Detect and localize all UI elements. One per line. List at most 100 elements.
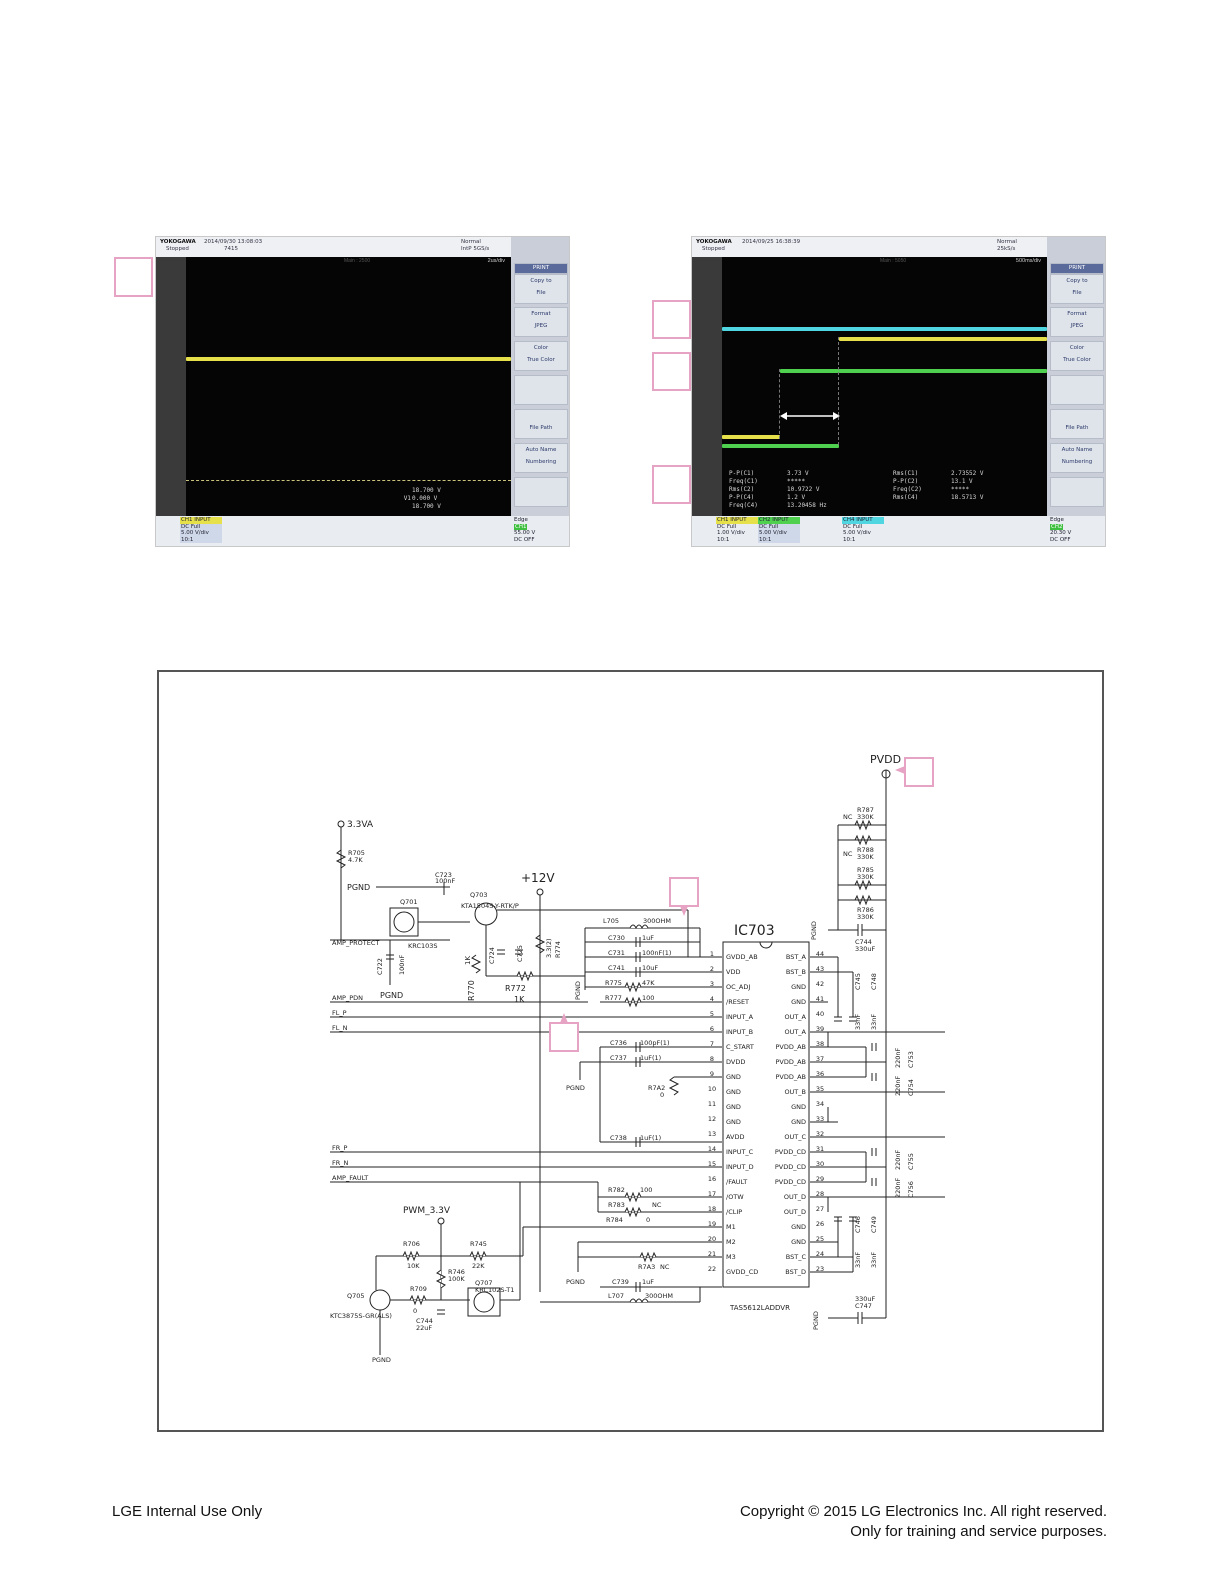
c756-val: 220nF [894,1177,902,1198]
ic-pin-number: 30 [816,1160,824,1168]
v12-label: +12V [521,871,555,885]
callout-box-d [652,465,691,504]
scope-center-label: Main : 2500 [344,258,371,264]
ic-pin-number: 15 [708,1160,716,1168]
ic-pin-number: 32 [816,1130,824,1138]
r706-val: 10K [407,1262,420,1270]
r745-ref: R745 [470,1240,487,1248]
ic-pin-number: 33 [816,1115,824,1123]
ic-pin-name: OUT_D [784,1208,806,1216]
r777-ref: R777 [605,994,622,1002]
ic-pin-number: 25 [816,1235,824,1243]
r775-ref: R775 [605,979,622,987]
scope-header: YOKOGAWA 2014/09/25 16:38:39 Stopped Nor… [692,237,1047,257]
ic-pin-name: BST_B [786,968,806,976]
c753-val: 220nF [894,1047,902,1068]
q707-part: KRC102S-T1 [475,1286,514,1294]
ic-pin-number: 2 [710,965,714,973]
c724-ref: C724 [488,947,496,964]
scope-brand: YOKOGAWA [160,239,196,245]
pgnd-c737: PGND [566,1084,585,1092]
ic-pin-number: 3 [710,980,714,988]
scope-footer: CH1 INPUT DC Full 1.00 V/div 10:1 CH2 IN… [692,516,1105,546]
r706-ref: R706 [403,1240,420,1248]
edge-channel: CH1 [514,523,528,530]
r784-val: 0 [646,1216,650,1224]
input-nets: AMP_PROTECT AMP_PDN FL_P FL_N FR_P FR_N … [330,939,722,1183]
ic-pin-number: 36 [816,1070,824,1078]
ic-pin-name: GND [791,1103,806,1111]
c723-ref: C723 [435,871,452,879]
pvdd-label: PVDD [870,753,901,766]
ic-pin-name: OC_ADJ [726,983,750,991]
r787-ref: R787 [857,806,874,814]
callout-box-b [652,300,691,339]
cursor-line [186,480,511,481]
c736-val: 100pF(1) [640,1039,669,1047]
r7a2-val: 0 [660,1091,664,1099]
ic-pin-name: GVDD_AB [726,953,758,961]
ic-pin-name: GND [791,1118,806,1126]
ic-pin-name: GND [726,1073,741,1081]
r785-val: 330K [857,873,874,881]
c736-ref: C736 [610,1039,627,1047]
ic-pin-number: 10 [708,1085,716,1093]
r783-ref: R783 [608,1201,625,1209]
ic-pin-number: 20 [708,1235,716,1243]
ic-pin-name: OUT_C [784,1133,806,1141]
callout-box-c [652,352,691,391]
c749-ref: C749 [870,1216,878,1233]
ic-pin-name: PVDD_AB [775,1073,806,1081]
c737-ref: C737 [610,1054,627,1062]
ic-pin-name: PVDD_CD [775,1148,806,1156]
r705-val: 4.7K [348,856,363,864]
ic-pin-name: GND [726,1103,741,1111]
menu-file-path[interactable]: File Path [514,409,568,439]
c730-val: 1uF [642,934,654,942]
ic-pin-name: OUT_A [784,1013,806,1021]
ic-part: TAS5612LADDVR [729,1304,790,1312]
c741-ref: C741 [608,964,625,972]
menu-file-path[interactable]: File Path [1050,409,1104,439]
menu-blank-2 [1050,477,1104,507]
ic-pin-number: 5 [710,1010,714,1018]
c747-val: 330uF [855,1295,876,1303]
scope-brand: YOKOGAWA [696,239,732,245]
cursor-v1-value: 18.700 V [412,487,441,494]
c754-val: 220nF [894,1075,902,1096]
ic-pin-name: M2 [726,1238,736,1246]
r775-val: 47K [642,979,655,987]
ic-pin-name: GND [726,1088,741,1096]
right-caps: C745 C748 33nF 33nF 220nF C753 220nF C75… [812,973,915,1330]
scope-screenshot-left: YOKOGAWA 2014/09/30 13:08:03 Stopped 741… [155,236,570,547]
c748-val: 33nF [870,1014,878,1030]
ic-pin-name: /RESET [726,998,749,1006]
ic-pin-number: 24 [816,1250,824,1258]
l705-ref: L705 [603,917,619,925]
ch2-trace-low [722,444,839,448]
ic-pin-number: 8 [710,1055,714,1063]
l707-ref: L707 [608,1292,624,1300]
footer-purpose: Only for training and service purposes. [850,1523,1107,1540]
ic-pin-name: DVDD [726,1058,745,1066]
ic-ref: IC703 [734,923,775,939]
ch1-trace-high [839,337,1047,341]
callout-box-a [114,257,153,297]
q703-ref: Q703 [470,891,488,899]
ic-pin-name: PVDD_AB [775,1058,806,1066]
menu-title: PRINT [1050,263,1104,274]
net-amp-fault: AMP_FAULT [332,1174,368,1182]
ch2-trace-high [780,369,1047,373]
ic-pin-name: OUT_B [784,1088,806,1096]
ic-pin-number: 17 [708,1190,716,1198]
q703-part: KTA1504S-Y-RTK/P [461,902,519,910]
